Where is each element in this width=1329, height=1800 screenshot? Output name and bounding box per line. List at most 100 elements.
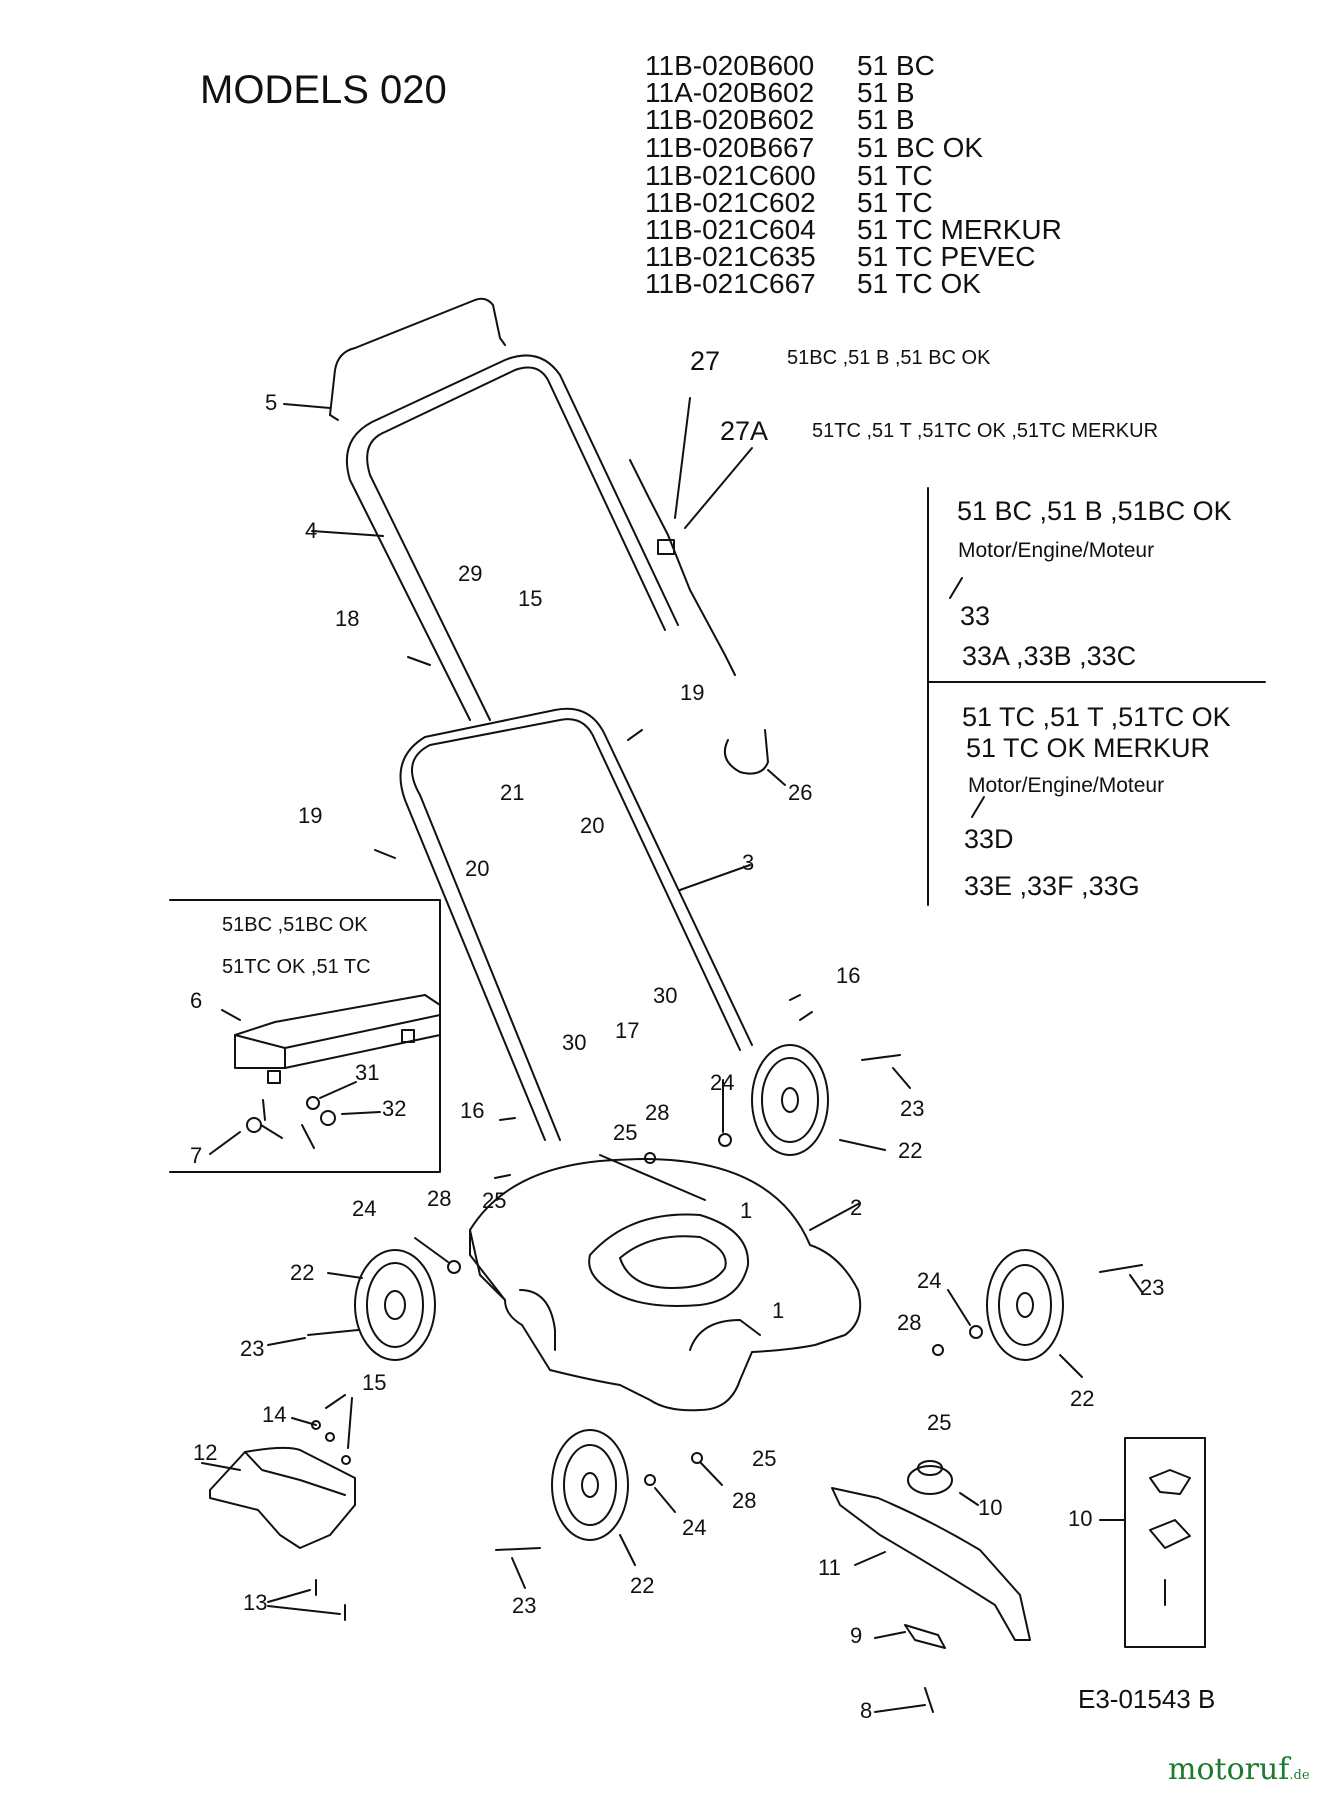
engine-box-1-models: 51 BC ,51 B ,51BC OK	[957, 496, 1232, 526]
part-label: 4	[305, 518, 318, 543]
part-label: 22	[630, 1573, 655, 1598]
part-label: 3	[742, 850, 755, 875]
part-label: 32	[382, 1096, 407, 1121]
part-label: 19	[298, 803, 323, 828]
part-label: 23	[900, 1096, 925, 1121]
diagram-code: E3-01543 B	[1078, 1684, 1216, 1714]
fasteners	[267, 656, 813, 1621]
blade-adapter-part-10	[907, 1460, 979, 1506]
part-label: 25	[482, 1188, 507, 1213]
part-label: 10	[978, 1495, 1003, 1520]
part-label: 28	[897, 1310, 922, 1335]
part-label: 10	[1068, 1506, 1093, 1531]
bail-part-5	[283, 297, 506, 421]
part-label: 29	[458, 561, 483, 586]
part-label: 26	[788, 780, 813, 805]
part-label: 17	[615, 1018, 640, 1043]
page-title: MODELS 020	[200, 68, 447, 112]
part-label: 1	[772, 1298, 785, 1323]
part-label: 11	[818, 1555, 841, 1580]
part-label: 2	[850, 1195, 863, 1220]
engine-box-2-part: 33D	[964, 824, 1014, 854]
cable-part-27	[629, 397, 753, 676]
part-label: 13	[243, 1590, 268, 1615]
wheel-rear-right	[751, 1044, 886, 1156]
part-label: 6	[190, 988, 203, 1013]
part-label: 28	[645, 1100, 670, 1125]
deck-part-2	[469, 1154, 862, 1412]
inset-models-line1: 51BC ,51BC OK	[222, 914, 368, 936]
watermark-main: motoruf	[1168, 1752, 1290, 1787]
wheel-front-left	[551, 1429, 636, 1566]
part-label: 24	[682, 1515, 707, 1540]
model-name: 51 TC MERKUR	[857, 214, 1062, 245]
part-label: 22	[1070, 1386, 1095, 1411]
part-label: 16	[460, 1098, 485, 1123]
part-label: 20	[580, 813, 605, 838]
part-label: 12	[193, 1440, 218, 1465]
lower-handle-part-3	[399, 707, 753, 1141]
blade-part-11	[831, 1487, 1031, 1641]
engine-box-1-label: Motor/Engine/Moteur	[958, 539, 1155, 562]
part-label: 24	[710, 1070, 735, 1095]
part-label: 15	[518, 586, 543, 611]
engine-box-1-part: 33	[960, 601, 991, 631]
model-code: 11B-021C635	[645, 241, 816, 272]
model-code: 11B-021C604	[645, 214, 816, 245]
engine-box-2-models-line1: 51 TC ,51 T ,51TC OK	[962, 702, 1231, 732]
model-code: 11B-020B667	[645, 132, 815, 163]
part-label: 18	[335, 606, 360, 631]
engine-box-2-variants: 33E ,33F ,33G	[964, 871, 1140, 901]
wheel-front-right	[986, 1249, 1083, 1378]
watermark-logo: motoruf.de	[1168, 1755, 1310, 1785]
model-name: 51 TC PEVEC	[857, 241, 1036, 272]
part-label: 22	[898, 1138, 923, 1163]
part-label: 22	[290, 1260, 315, 1285]
model-name: 51 TC	[857, 187, 933, 218]
cable-27-label: 27	[690, 346, 721, 376]
part-label: 30	[562, 1030, 587, 1055]
part-label: 20	[465, 856, 490, 881]
model-code: 11B-021C667	[645, 268, 816, 299]
inset-box	[169, 899, 441, 1173]
part-label: 5	[265, 390, 278, 415]
part-label: 31	[355, 1060, 380, 1085]
part-label: 24	[352, 1196, 377, 1221]
deflector-part-12	[201, 1446, 356, 1549]
model-code: 11A-020B602	[645, 77, 815, 108]
part-label: 25	[613, 1120, 638, 1145]
part-label: 19	[680, 680, 705, 705]
axle-bolts	[267, 1054, 1143, 1589]
model-code: 11B-020B600	[645, 50, 815, 81]
model-name: 51 BC OK	[857, 132, 984, 163]
model-code: 11B-021C602	[645, 187, 816, 218]
part-label: 25	[752, 1446, 777, 1471]
part-label: 1	[740, 1198, 753, 1223]
cable-27a-label: 27A	[720, 416, 769, 446]
part-label: 16	[836, 963, 861, 988]
upper-handle-part-4	[311, 354, 679, 721]
model-name: 51 TC OK	[857, 268, 981, 299]
model-name: 51 B	[857, 77, 915, 108]
cable-27a-models: 51TC ,51 T ,51TC OK ,51TC MERKUR	[812, 420, 1159, 442]
part-label: 9	[850, 1623, 863, 1648]
clip-part-26	[724, 729, 786, 786]
wheel-rear-left	[327, 1249, 436, 1361]
part-label: 30	[653, 983, 678, 1008]
engine-box-2-models-line2: 51 TC OK MERKUR	[966, 733, 1211, 763]
model-name: 51 B	[857, 104, 915, 135]
model-name: 51 TC	[857, 160, 933, 191]
blade-bracket-part-9	[874, 1624, 946, 1713]
watermark-tld: .de	[1289, 1768, 1310, 1783]
part-label: 28	[732, 1488, 757, 1513]
part-label: 7	[190, 1143, 203, 1168]
model-code: 11B-021C600	[645, 160, 816, 191]
part-label: 8	[860, 1698, 873, 1723]
part-label: 25	[927, 1410, 952, 1435]
engine-box-lines	[927, 487, 1266, 906]
part-label: 14	[262, 1402, 287, 1427]
engine-box-1-variants: 33A ,33B ,33C	[962, 641, 1137, 671]
model-name: 51 BC	[857, 50, 935, 81]
part-label: 15	[362, 1370, 387, 1395]
